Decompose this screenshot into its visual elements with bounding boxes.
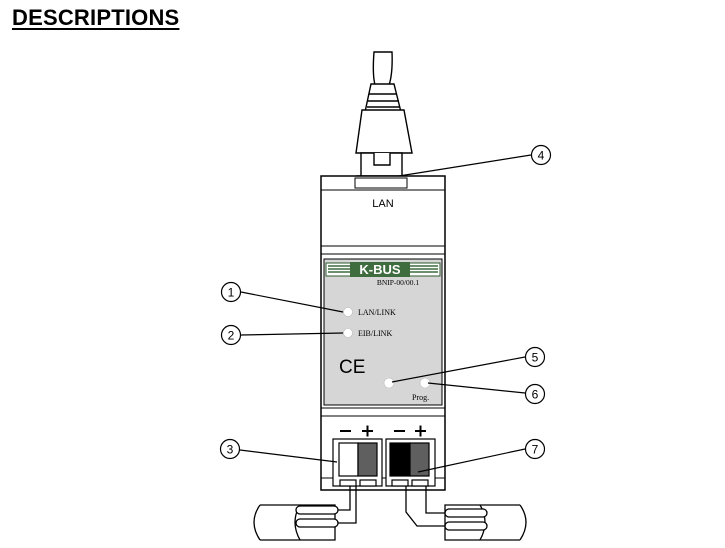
callout-7: 7 <box>524 438 546 460</box>
callout-number: 4 <box>538 149 545 163</box>
brand-band <box>325 262 441 277</box>
bus-cable-left <box>253 486 357 541</box>
bus-terminal-left <box>332 438 383 487</box>
bus-terminal-right <box>385 438 436 487</box>
terminal-signs <box>340 425 426 437</box>
led-label-lan-link: LAN/LINK <box>358 308 396 317</box>
callout-leader-lines <box>239 154 532 473</box>
callout-number: 1 <box>228 286 235 300</box>
bus-cable-right <box>405 486 527 541</box>
callout-3: 3 <box>219 438 241 460</box>
callout-1: 1 <box>220 281 242 303</box>
callout-number: 7 <box>532 443 539 457</box>
callout-6: 6 <box>524 383 546 405</box>
led-eib-link <box>343 328 353 338</box>
callout-4: 4 <box>530 144 552 166</box>
callout-2: 2 <box>220 324 242 346</box>
page-title: DESCRIPTIONS <box>12 5 180 30</box>
prog-label: Prog. <box>412 393 429 402</box>
ce-mark: CE <box>339 357 365 378</box>
led-label-eib-link: EIB/LINK <box>358 329 392 338</box>
callout-5: 5 <box>524 346 546 368</box>
programming-led <box>383 377 395 389</box>
callout-number: 2 <box>228 329 235 343</box>
led-lan-link <box>343 307 353 317</box>
lan-port-label: LAN <box>372 198 393 210</box>
callout-number: 5 <box>532 351 539 365</box>
model-number: BNIP-00/00.1 <box>377 278 420 287</box>
callout-number: 6 <box>532 388 539 402</box>
brand-logo: K-BUS <box>359 262 400 277</box>
lan-cable <box>355 51 413 191</box>
callout-number: 3 <box>227 443 234 457</box>
